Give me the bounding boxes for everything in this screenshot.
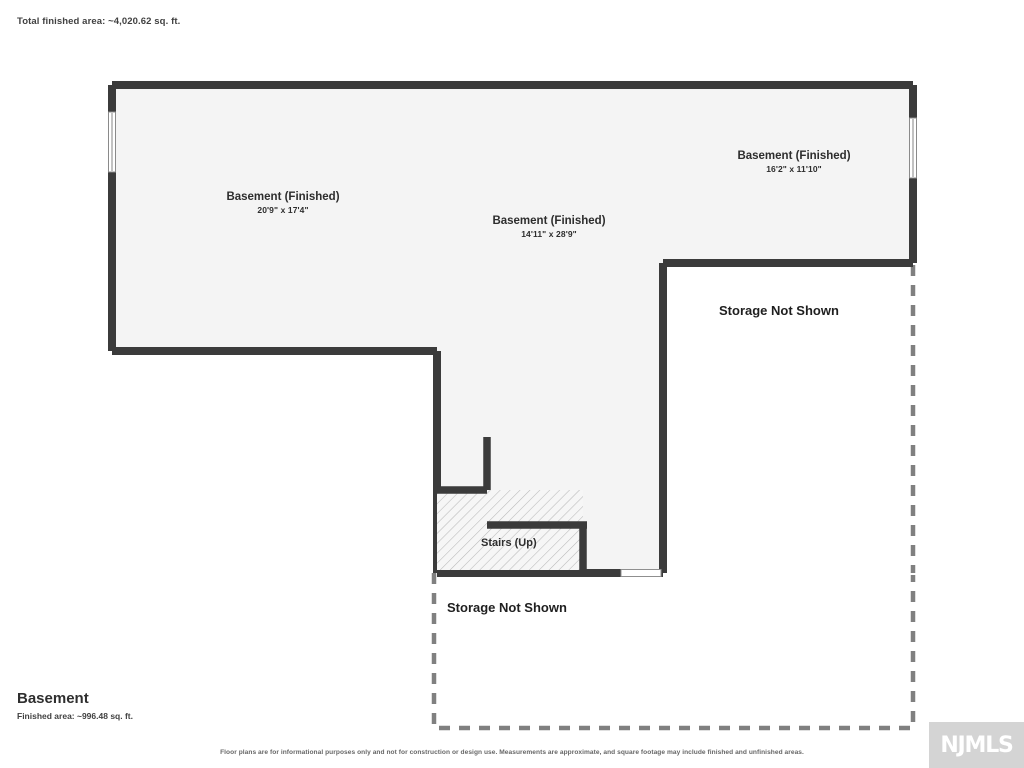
stairs-hatch-step (437, 490, 583, 570)
disclaimer-text: Floor plans are for informational purpos… (220, 749, 804, 756)
floor-fill-group (112, 85, 913, 573)
njmls-watermark-logo: NJMLS (929, 722, 1024, 768)
finished-area-text: Finished area: ~996.48 sq. ft. (17, 711, 133, 721)
storage-not-shown-lower-label: Storage Not Shown (447, 600, 567, 615)
opening-bottom-wall (620, 569, 662, 577)
wall-group (108, 81, 917, 577)
total-finished-area-text: Total finished area: ~4,020.62 sq. ft. (17, 16, 181, 27)
basement-floor-fill (112, 85, 913, 573)
storage-not-shown-upper-label: Storage Not Shown (719, 303, 839, 318)
watermark-label: NJMLS (940, 732, 1014, 758)
page-title: Basement (17, 690, 89, 707)
window-left (108, 111, 116, 173)
stairs-up-label: Stairs (Up) (481, 537, 537, 549)
dashed-lower-storage (431, 573, 916, 731)
window-right (909, 117, 917, 179)
stairs-area (437, 490, 583, 570)
stairs-walls (437, 437, 587, 570)
dashed-storage-outlines (431, 265, 916, 731)
